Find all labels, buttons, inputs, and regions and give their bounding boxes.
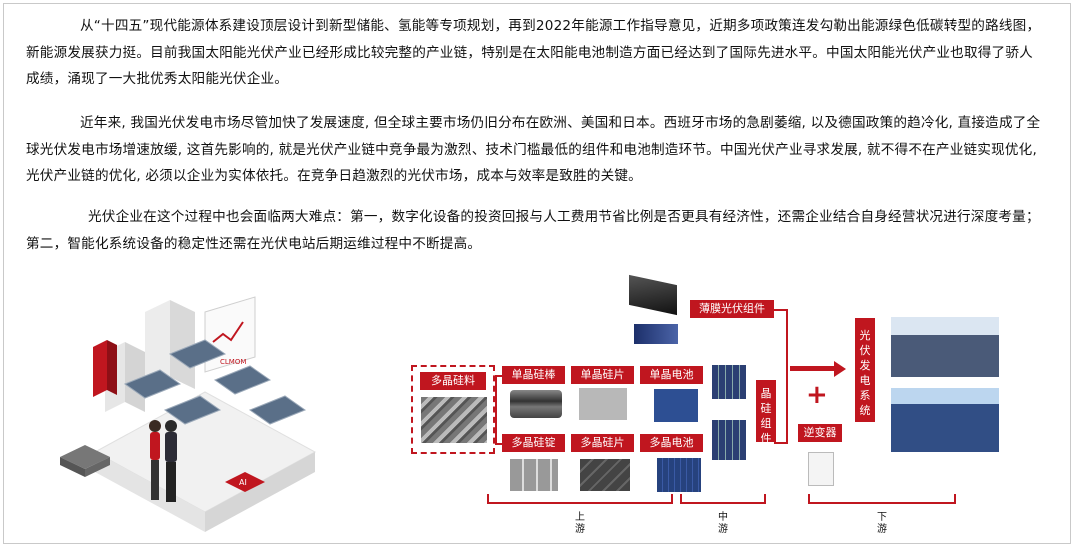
mono-wafer-label: 单晶硅片: [571, 366, 634, 384]
poly-wafer-label: 多晶硅片: [571, 434, 634, 452]
poly-material-label: 多晶硅料: [420, 372, 486, 390]
smart-factory-illustration: CLMOM AI: [60, 296, 317, 532]
downstream-label: 下游: [877, 512, 887, 535]
poly-ingot-label: 多晶硅锭: [502, 434, 565, 452]
crystal-module-photo-1: [712, 365, 746, 399]
paragraph-market: 近年来, 我国光伏发电市场尽管加快了发展速度, 但全球主要市场仍旧分布在欧洲、美…: [26, 115, 1041, 184]
arrow-right-icon: [834, 361, 846, 377]
mono-rod-label: 单晶硅棒: [502, 366, 565, 384]
poly-ingot-photo: [510, 459, 558, 491]
mono-cell-photo: [654, 389, 698, 422]
thin-film-photo-2: [634, 324, 678, 344]
crystal-module-photo-2: [712, 420, 746, 460]
page-frame: [3, 3, 1071, 544]
midstream-label: 中游: [718, 512, 728, 535]
paragraph-difficulties: 光伏企业在这个过程中也会面临两大难点：第一，数字化设备的投资回报与人工费用节省比…: [26, 209, 1040, 252]
thin-film-label: 薄膜光伏组件: [690, 300, 774, 318]
inverter-label: 逆变器: [798, 424, 842, 442]
poly-material-photo: [421, 397, 487, 443]
crystal-module-label: 晶硅组件: [756, 380, 776, 445]
poly-cell-label: 多晶电池: [640, 434, 703, 452]
pv-system-label: 光伏发电系统: [855, 318, 875, 422]
solar-farm-photo-2: [891, 388, 999, 452]
inverter-photo: [808, 452, 834, 486]
plus-icon: +: [806, 380, 828, 410]
screen-label: CLMOM: [220, 358, 246, 366]
mono-rod-photo: [510, 390, 562, 418]
mono-cell-label: 单晶电池: [640, 366, 703, 384]
paragraph-policy: 从“十四五”现代能源体系建设顶层设计到新型储能、氢能等专项规划，再到2022年能…: [26, 18, 1041, 87]
ai-chip-label: AI: [239, 478, 247, 487]
poly-material-box: [411, 365, 495, 454]
mono-wafer-photo: [579, 388, 627, 420]
upstream-label: 上游: [575, 512, 585, 535]
poly-wafer-photo: [580, 459, 630, 491]
poly-cell-photo: [657, 458, 701, 492]
solar-farm-photo-1: [891, 317, 999, 377]
